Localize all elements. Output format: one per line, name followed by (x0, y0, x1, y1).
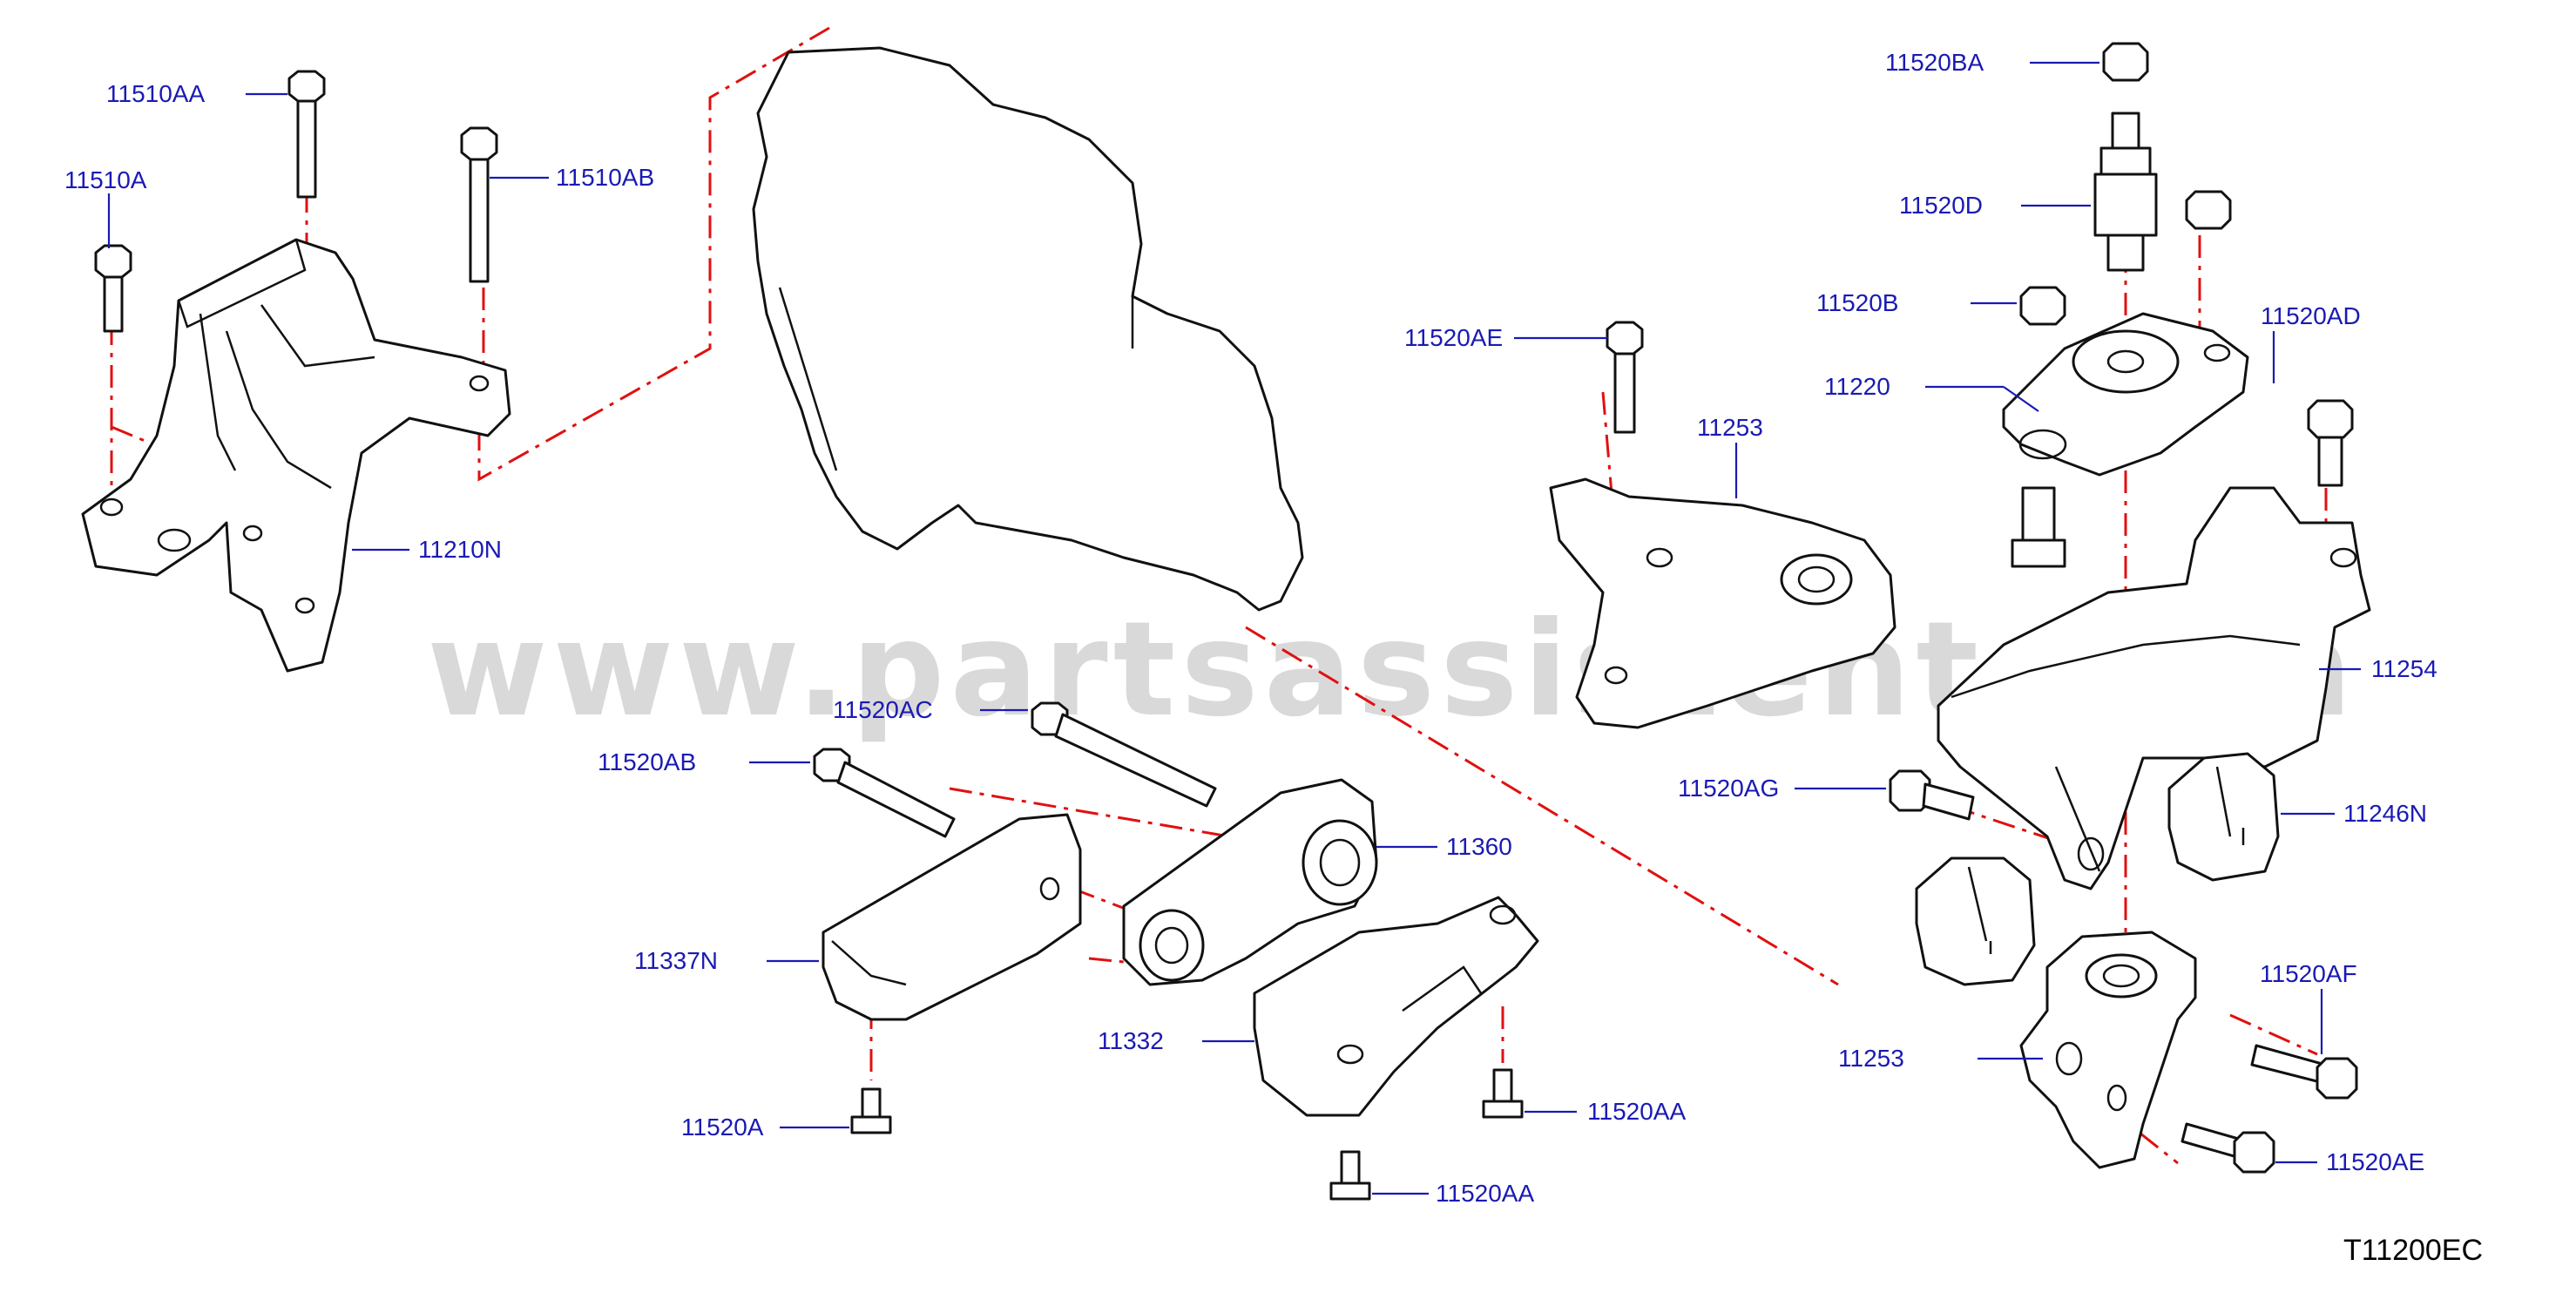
mount-insulator-11220 (2002, 312, 2249, 477)
bolt-11510a (94, 244, 132, 333)
label-11520a: 11520A (681, 1114, 764, 1141)
label-11520aa-right: 11520AA (1587, 1098, 1686, 1125)
bolt-11520af (2250, 1044, 2358, 1100)
stud-11520d (2093, 112, 2158, 272)
bolt-11510ab (460, 126, 498, 283)
label-11337n: 11337N (634, 947, 718, 974)
bracket-11253-upper (1549, 477, 1897, 729)
label-11520ae-top: 11520AE (1404, 324, 1503, 351)
label-11253-bottom: 11253 (1838, 1045, 1904, 1072)
label-11254: 11254 (2371, 655, 2437, 682)
label-11360: 11360 (1446, 833, 1512, 860)
label-11210n: 11210N (418, 536, 502, 563)
nut-11520ba (2102, 42, 2149, 82)
left-mount-bracket-11210n (81, 238, 511, 673)
label-11510aa: 11510AA (106, 80, 205, 107)
label-11520ac: 11520AC (833, 696, 933, 723)
label-11510ab: 11510AB (556, 164, 654, 191)
mount-bracket-11254 (1937, 486, 2371, 890)
nut-11520ad-upper (2185, 190, 2232, 230)
label-11520b: 11520B (1816, 289, 1898, 316)
label-11520ba: 11520BA (1885, 49, 1984, 76)
bolt-11510aa (287, 70, 326, 199)
part-labels: 11510AA 11510A 11510AB 11210N 11520BA 11… (64, 49, 2437, 1207)
label-11520af: 11520AF (2260, 960, 2357, 987)
bolt-11520ab (813, 748, 956, 838)
bolt-11520ae-top (1606, 321, 1644, 434)
stud-under-11220 (2011, 486, 2066, 568)
bolt-11520ac (1031, 701, 1217, 808)
label-11520ad: 11520AD (2261, 302, 2361, 329)
diagram-code: T11200EC (2343, 1234, 2483, 1267)
nut-11520b (2019, 286, 2066, 326)
bolt-11520ae-bottom (2180, 1122, 2275, 1174)
bolt-11520ag (1889, 769, 1975, 821)
label-11520ag: 11520AG (1678, 775, 1779, 802)
insulator-11246n-right (2167, 752, 2280, 882)
label-11520ae-bottom: 11520AE (2326, 1148, 2424, 1175)
label-11520d: 11520D (1899, 192, 1983, 219)
bolt-11520ad (2307, 399, 2354, 487)
label-11246n: 11246N (2343, 800, 2427, 827)
label-11510a: 11510A (64, 166, 147, 193)
label-11520ab: 11520AB (598, 748, 696, 775)
leader-lines (107, 61, 2361, 1195)
bolt-11520aa-right (1482, 1068, 1524, 1119)
insulator-11246n-left (1915, 856, 2036, 986)
label-11332: 11332 (1098, 1027, 1164, 1054)
torque-rod-11360 (1122, 778, 1378, 986)
label-11220: 11220 (1824, 373, 1890, 400)
bracket-11253-lower (2019, 931, 2197, 1169)
label-11520aa-bottom: 11520AA (1436, 1180, 1534, 1207)
bolt-11520aa-bottom (1329, 1150, 1371, 1201)
bracket-11337n (821, 813, 1082, 1021)
label-11253-top: 11253 (1697, 414, 1763, 441)
engine-outline (752, 46, 1304, 612)
bracket-11332 (1253, 896, 1539, 1117)
bolt-11520a (850, 1087, 892, 1134)
